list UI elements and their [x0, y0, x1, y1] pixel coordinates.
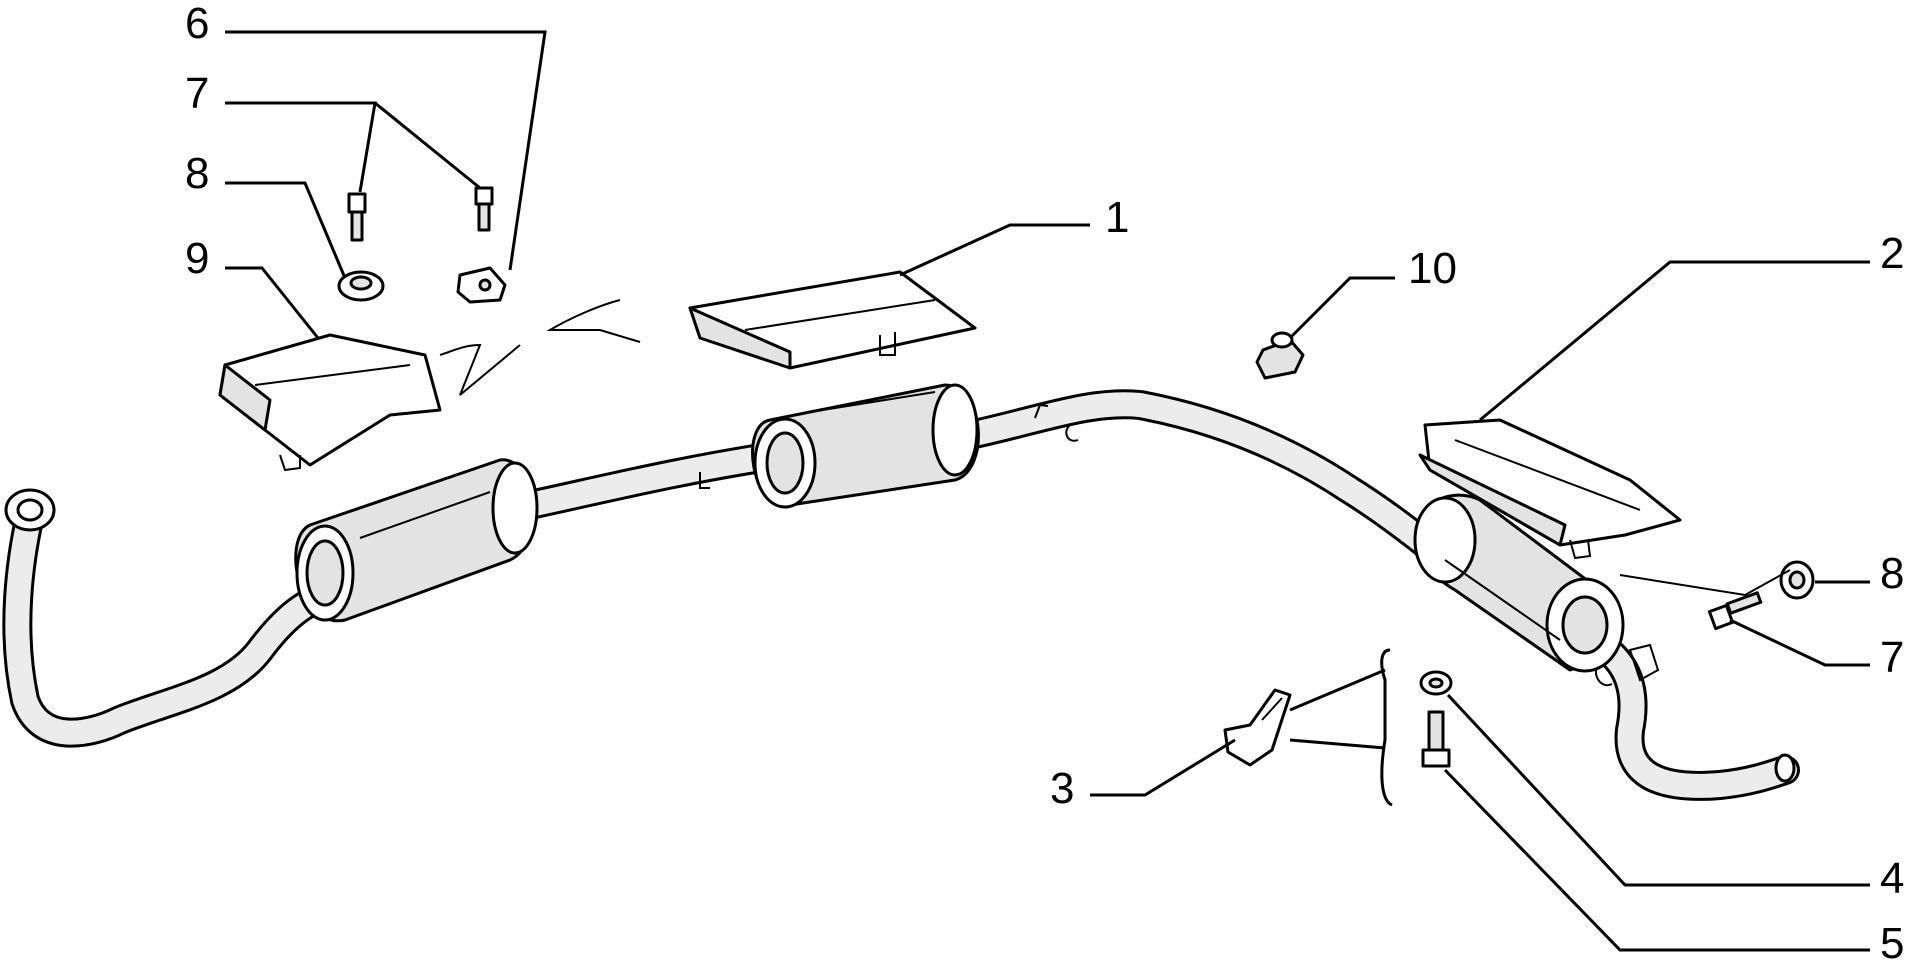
- leader-3-group-lower: [1289, 738, 1386, 750]
- callout-5: 5: [1880, 919, 1904, 966]
- callout-6: 6: [185, 0, 209, 48]
- rear-muffler: [1413, 493, 1625, 673]
- leader-2: [1479, 260, 1870, 422]
- pipe-hanger-hook-2: [1065, 424, 1079, 442]
- callout-7-top: 7: [185, 69, 209, 118]
- washer-4-inner: [1428, 677, 1444, 689]
- rubber-mount-10-top: [1270, 331, 1294, 349]
- nut-8-right: [1779, 560, 1815, 600]
- leader-1: [899, 223, 1090, 277]
- bolt-7-right: [1707, 591, 1763, 631]
- continuation-zigzag-right: [546, 299, 641, 343]
- front-downpipe-fill: [5, 503, 352, 745]
- rear-muffler-end-cap-front: [1413, 496, 1477, 584]
- heat-shield-front-tab: [279, 454, 301, 472]
- heat-shield-center: [688, 270, 977, 370]
- tailpipe-hanger: [1628, 643, 1660, 682]
- leader-5: [1443, 768, 1870, 952]
- heat-shield-center-rib: [744, 299, 936, 331]
- bracket-3-body: [1223, 688, 1292, 767]
- leader-10: [1288, 276, 1395, 340]
- leader-8-top: [225, 181, 347, 279]
- callout-8-top: 8: [185, 149, 209, 198]
- bracket-3-detail: [1261, 697, 1283, 721]
- clip-6: [456, 266, 507, 304]
- leader-6: [225, 30, 547, 271]
- bolt-5-head: [1421, 748, 1451, 768]
- callout-7-right: 7: [1880, 633, 1904, 682]
- leader-lines: [225, 30, 1870, 952]
- heat-shield-center-body: [688, 270, 977, 370]
- bolt-7-top-left: [347, 192, 367, 242]
- clip-6-hole: [478, 278, 492, 292]
- leader-3: [1090, 738, 1236, 797]
- heat-shield-center-tab: [879, 332, 896, 356]
- inlet-flange-hole: [16, 498, 44, 522]
- leader-3-group-upper: [1289, 668, 1386, 712]
- heat-shield-center-side: [688, 306, 792, 370]
- front-muffler: [294, 458, 539, 623]
- heat-shield-front: [218, 333, 442, 472]
- leader-4: [1446, 693, 1870, 887]
- center-muffler-end-cap-rear: [931, 383, 979, 477]
- bracket-3: [1223, 688, 1292, 767]
- rubber-mount-10: [1255, 331, 1305, 380]
- heat-shield-rear-tab: [1569, 539, 1592, 560]
- fastener-guide-right: [1619, 569, 1791, 597]
- center-muffler-texture: [809, 391, 936, 413]
- bracket-3-brace: [1380, 648, 1393, 807]
- bolt-7-top-right: [474, 186, 494, 232]
- tailpipe-fill: [1568, 623, 1797, 798]
- continuation-zigzag-left: [439, 343, 521, 396]
- washer-4: [1419, 670, 1453, 696]
- bolt-7-right-shank: [1725, 591, 1763, 615]
- heat-shield-rear-rib: [1454, 439, 1641, 511]
- center-muffler-end-cap-inner: [765, 431, 805, 495]
- bolt-7-shank-a: [350, 210, 364, 242]
- nut-8-top-inner: [349, 275, 373, 291]
- bolt-7-head-a: [347, 192, 367, 214]
- bolt-5: [1421, 710, 1451, 768]
- callout-1: 1: [1105, 193, 1129, 242]
- leader-7-top: [225, 101, 377, 193]
- tailpipe-tip: [1774, 753, 1796, 783]
- leader-7-top-branch: [374, 101, 481, 190]
- front-muffler-end-cap-rear: [491, 461, 539, 555]
- callout-8-right: 8: [1880, 549, 1904, 598]
- heat-shield-front-rib: [254, 364, 411, 386]
- leader-7-right: [1729, 618, 1870, 667]
- pipe-section-rear-fill: [958, 392, 1452, 567]
- callout-3: 3: [1050, 764, 1074, 813]
- rear-muffler-seam: [1444, 559, 1561, 641]
- bolt-7-shank-b: [477, 202, 491, 232]
- center-muffler: [751, 383, 980, 509]
- callout-9: 9: [185, 234, 209, 283]
- front-muffler-end-cap-inner: [305, 539, 345, 607]
- exhaust-pipe-assembly: [2, 389, 1800, 801]
- pipe-hanger-hook-3: [1034, 403, 1049, 419]
- heat-shield-front-side: [218, 363, 272, 432]
- front-muffler-seam: [359, 491, 491, 539]
- callout-2: 2: [1880, 229, 1904, 278]
- callout-labels: 1 2 3 4 5 6 7 8 9 10 8 7: [185, 0, 1904, 966]
- nut-8-top: [337, 270, 385, 302]
- leader-9: [225, 266, 320, 339]
- bolt-7-head-b: [474, 186, 494, 206]
- pipe-section-middle-fill: [518, 443, 792, 517]
- bolt-5-shank: [1427, 710, 1445, 756]
- pipe-hanger-hook-1: [699, 472, 710, 489]
- nut-8-right-inner: [1788, 570, 1806, 590]
- callout-4: 4: [1880, 854, 1904, 903]
- heat-shield-rear: [1418, 418, 1682, 560]
- heat-shield-rear-side: [1418, 453, 1567, 547]
- rear-muffler-end-cap-inner: [1561, 595, 1609, 655]
- callout-10: 10: [1408, 244, 1457, 293]
